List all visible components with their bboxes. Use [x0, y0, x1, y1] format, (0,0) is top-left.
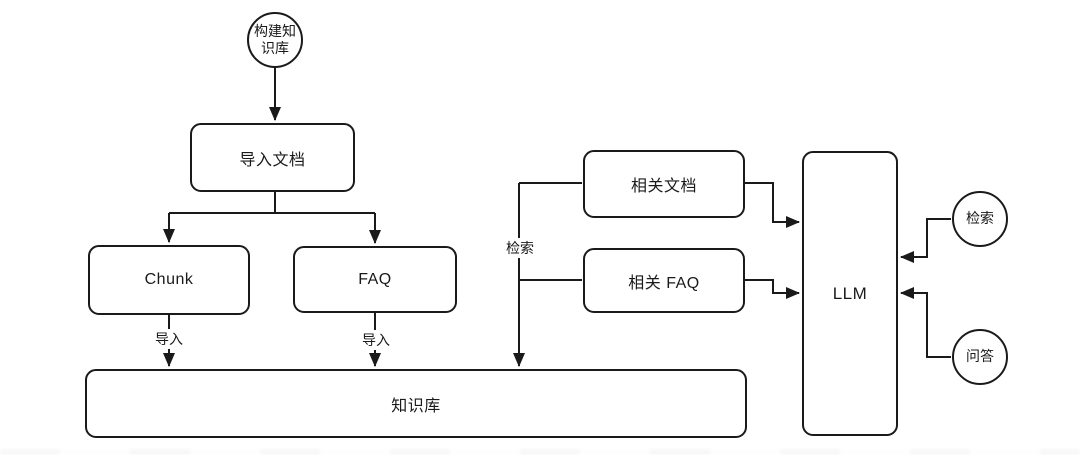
related-faq-node: 相关 FAQ — [583, 248, 745, 313]
bottom-artifact-band — [0, 449, 1080, 455]
retrieve-circle-label: 检索 — [966, 210, 994, 227]
import-doc-label: 导入文档 — [239, 151, 306, 169]
related-faq-label: 相关 FAQ — [628, 274, 700, 292]
knowledge-base-node: 知识库 — [85, 369, 747, 438]
chunk-label: Chunk — [144, 271, 194, 288]
edge-label-chunk-import: 导入 — [153, 329, 185, 349]
chunk-node: Chunk — [88, 245, 250, 315]
start-node-build-kb: 构建知识库 — [247, 12, 303, 68]
llm-label: LLM — [832, 283, 868, 303]
qa-circle-node: 问答 — [952, 329, 1008, 385]
start-node-label: 构建知识库 — [254, 22, 296, 57]
edge-label-kb-retrieve: 检索 — [504, 238, 536, 258]
llm-node: LLM — [802, 151, 898, 436]
qa-circle-label: 问答 — [966, 348, 994, 365]
faq-label: FAQ — [358, 270, 392, 288]
import-doc-node: 导入文档 — [190, 123, 355, 192]
knowledge-base-label: 知识库 — [391, 397, 441, 415]
related-doc-label: 相关文档 — [630, 178, 697, 195]
retrieve-circle-node: 检索 — [952, 191, 1008, 247]
related-doc-node: 相关文档 — [583, 150, 745, 218]
faq-node: FAQ — [293, 246, 457, 313]
edge-label-faq-import: 导入 — [360, 330, 392, 350]
